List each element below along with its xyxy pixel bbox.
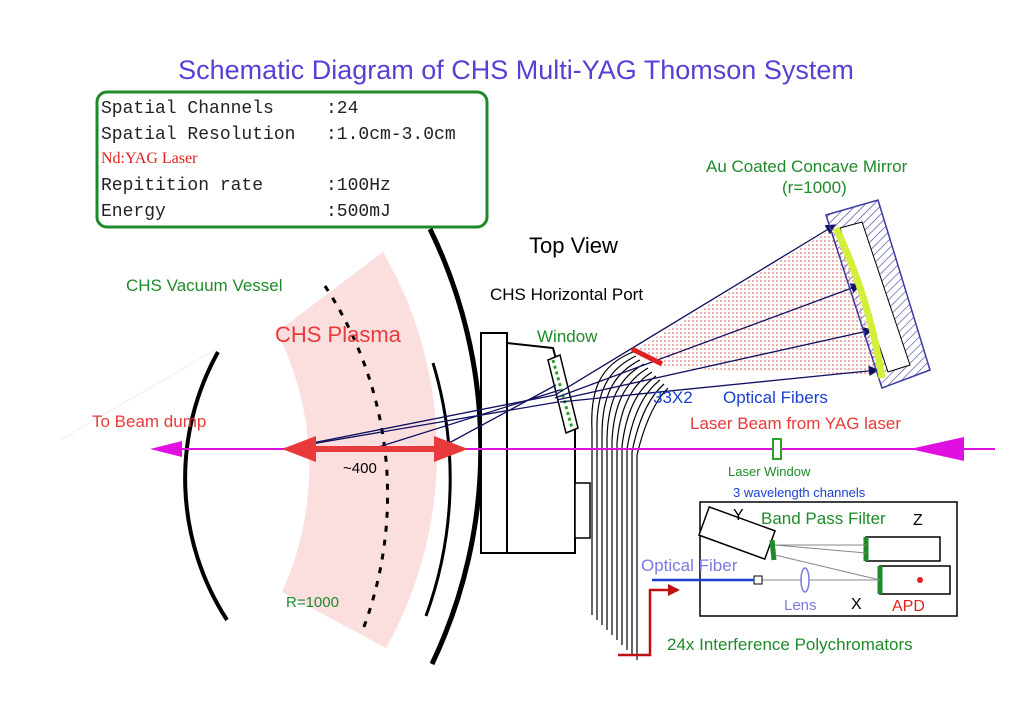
vessel-wall-middle [424, 362, 452, 617]
fiber-entrance [630, 346, 664, 367]
fiber-count-label: 33X2 [653, 388, 693, 407]
band-pass-filter-label: Band Pass Filter [761, 509, 886, 528]
radius-dashed-arc [323, 285, 390, 633]
window-label: Window [537, 327, 598, 346]
horizontal-port [480, 332, 591, 554]
x-label: X [851, 596, 862, 613]
spec-box [95, 90, 489, 229]
y-label: Y [733, 507, 744, 524]
optical-fibers-label: Optical Fibers [723, 388, 828, 407]
laser-window-label: Laser Window [728, 464, 811, 479]
observation-length-arrow [282, 436, 468, 462]
mirror-label-line2: (r=1000) [782, 178, 847, 197]
plasma-label: CHS Plasma [275, 322, 402, 347]
radius-label: R=1000 [286, 594, 339, 611]
inner-vessel-wall [183, 351, 229, 622]
spec-value-energy: :500mJ [326, 202, 391, 222]
concave-mirror [825, 199, 931, 389]
top-view-label: Top View [529, 233, 618, 258]
vacuum-vessel-label: CHS Vacuum Vessel [126, 276, 283, 295]
mirror-label-line1: Au Coated Concave Mirror [706, 157, 908, 176]
spec-value-reprate: :100Hz [326, 176, 391, 196]
collection-rays [281, 224, 880, 450]
spec-label-energy: Energy [101, 202, 166, 222]
spec-label-reprate: Repitition rate [101, 176, 263, 196]
z-label: Z [913, 512, 923, 529]
spec-label-laser: Nd:YAG Laser [101, 150, 198, 167]
beam-dump-label: To Beam dump [92, 412, 206, 431]
outer-faint-arc [59, 349, 216, 441]
lens-label: Lens [784, 597, 817, 614]
diagram-title: Schematic Diagram of CHS Multi-YAG Thoms… [178, 55, 854, 85]
spec-value-resolution: :1.0cm-3.0cm [326, 125, 456, 145]
laser-input-arrowhead [910, 437, 964, 461]
fiber-route [618, 588, 672, 657]
horizontal-port-label: CHS Horizontal Port [490, 285, 643, 304]
scattered-light-cone [632, 225, 880, 375]
spec-label-channels: Spatial Channels [101, 99, 274, 119]
polychromators-label: 24x Interference Polychromators [667, 635, 913, 654]
laser-beam-label: Laser Beam from YAG laser [690, 414, 901, 433]
fiber-bundle [591, 351, 669, 660]
laser-window [772, 438, 782, 460]
apd-label: APD [892, 598, 925, 615]
distance-label: ~400 [343, 460, 377, 477]
optical-fiber-label: Optical Fiber [641, 556, 738, 575]
spec-label-resolution: Spatial Resolution [101, 125, 295, 145]
beam-dump-arrowhead [150, 441, 182, 457]
fiber-route-arrow [668, 584, 680, 596]
spec-value-channels: :24 [326, 99, 358, 119]
wavelength-channels-label: 3 wavelength channels [733, 485, 866, 500]
polychromator-box [698, 501, 958, 617]
